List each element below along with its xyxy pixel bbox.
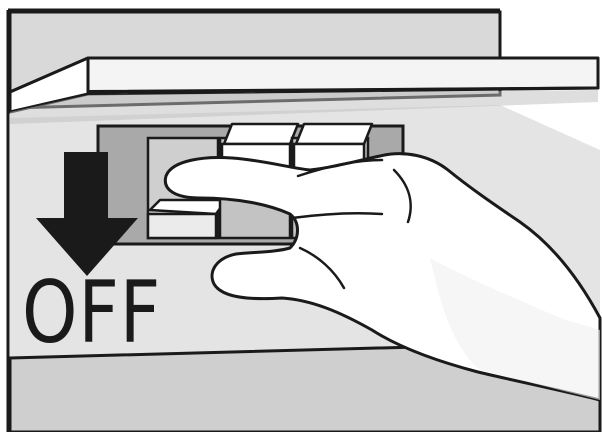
switch-middle-rocker-top[interactable] <box>224 124 298 144</box>
arrow-shaft <box>64 152 108 222</box>
switch-left-base <box>148 214 216 238</box>
switch-left-rocker[interactable] <box>150 200 226 214</box>
switch-right-rocker-top[interactable] <box>296 124 372 144</box>
off-label: OFF <box>22 270 161 356</box>
shelf-top <box>10 58 598 92</box>
